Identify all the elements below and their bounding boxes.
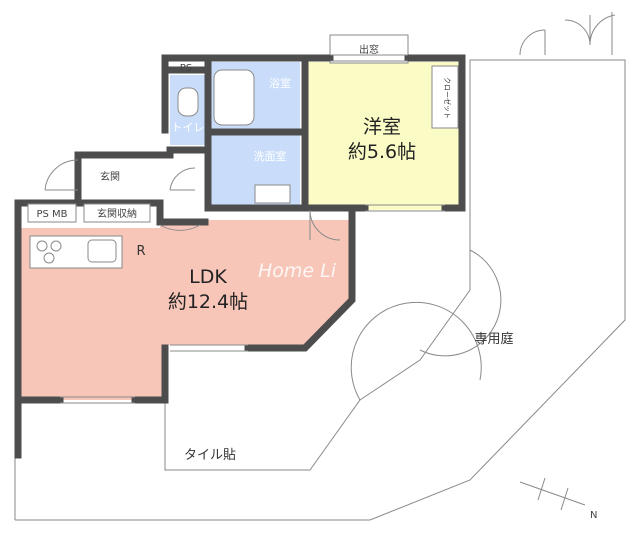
entrance-storage-label: 玄関収納 (97, 207, 137, 220)
wall-entrance-block (74, 151, 174, 207)
window-bay (330, 54, 408, 62)
closet-box (431, 65, 459, 129)
kitchen-sink (87, 239, 117, 263)
bathroom-label: 浴室 (269, 76, 291, 90)
window-ldk-bottom (60, 396, 135, 404)
entrance-label: 玄関 (100, 170, 120, 183)
door-swing-entrance-inner (169, 167, 196, 191)
washroom-label: 洗面室 (254, 149, 287, 163)
bay-window-label: 出窓 (359, 43, 379, 56)
wall-wet-divisions (166, 54, 304, 212)
wall-ldk-bottom (14, 344, 169, 404)
western-room-name: 洋室 (363, 116, 401, 138)
ps-mb-box (27, 203, 77, 223)
stove-burner-1 (36, 240, 48, 252)
western-room-size: 約5.6帖 (348, 141, 416, 163)
window-western-bottom (365, 204, 445, 212)
ps-top-label: PS (180, 63, 192, 74)
stove-burner-2 (50, 240, 62, 252)
door-swing-entrance (44, 159, 79, 191)
wall-ldk-right (244, 204, 356, 352)
garden-arc-2 (419, 249, 502, 357)
door-swing-garden (519, 29, 546, 56)
door-swing-western (309, 209, 341, 241)
wall-wet-core (161, 54, 466, 212)
compass-letter: N (590, 510, 597, 521)
bathtub (213, 69, 255, 126)
ps-mb-label: PS MB (36, 209, 67, 220)
window-ldk-right (170, 344, 248, 352)
ldk-name: LDK (189, 266, 227, 288)
compass-arrow (519, 477, 586, 511)
wall-outer-left (14, 199, 164, 459)
private-garden-label: 専用庭 (474, 331, 513, 347)
wall-entrance-top (146, 199, 209, 226)
tile-label: タイル貼 (184, 448, 236, 463)
refrigerator-label: R (136, 244, 145, 259)
stove-burner-3 (43, 252, 55, 264)
bay-window (329, 34, 409, 64)
closet-label: クローゼット (443, 77, 452, 119)
toilet-fixture (177, 87, 199, 117)
ldk-size: 約12.4帖 (168, 291, 248, 313)
wash-basin (254, 184, 291, 204)
entrance-storage-box (83, 203, 151, 223)
garden-arc (350, 301, 482, 401)
watermark: Home Li (258, 260, 337, 282)
toilet-label: トイレ (172, 121, 205, 134)
door-swing-ldk (159, 224, 201, 231)
door-swing-top-right (564, 12, 616, 55)
